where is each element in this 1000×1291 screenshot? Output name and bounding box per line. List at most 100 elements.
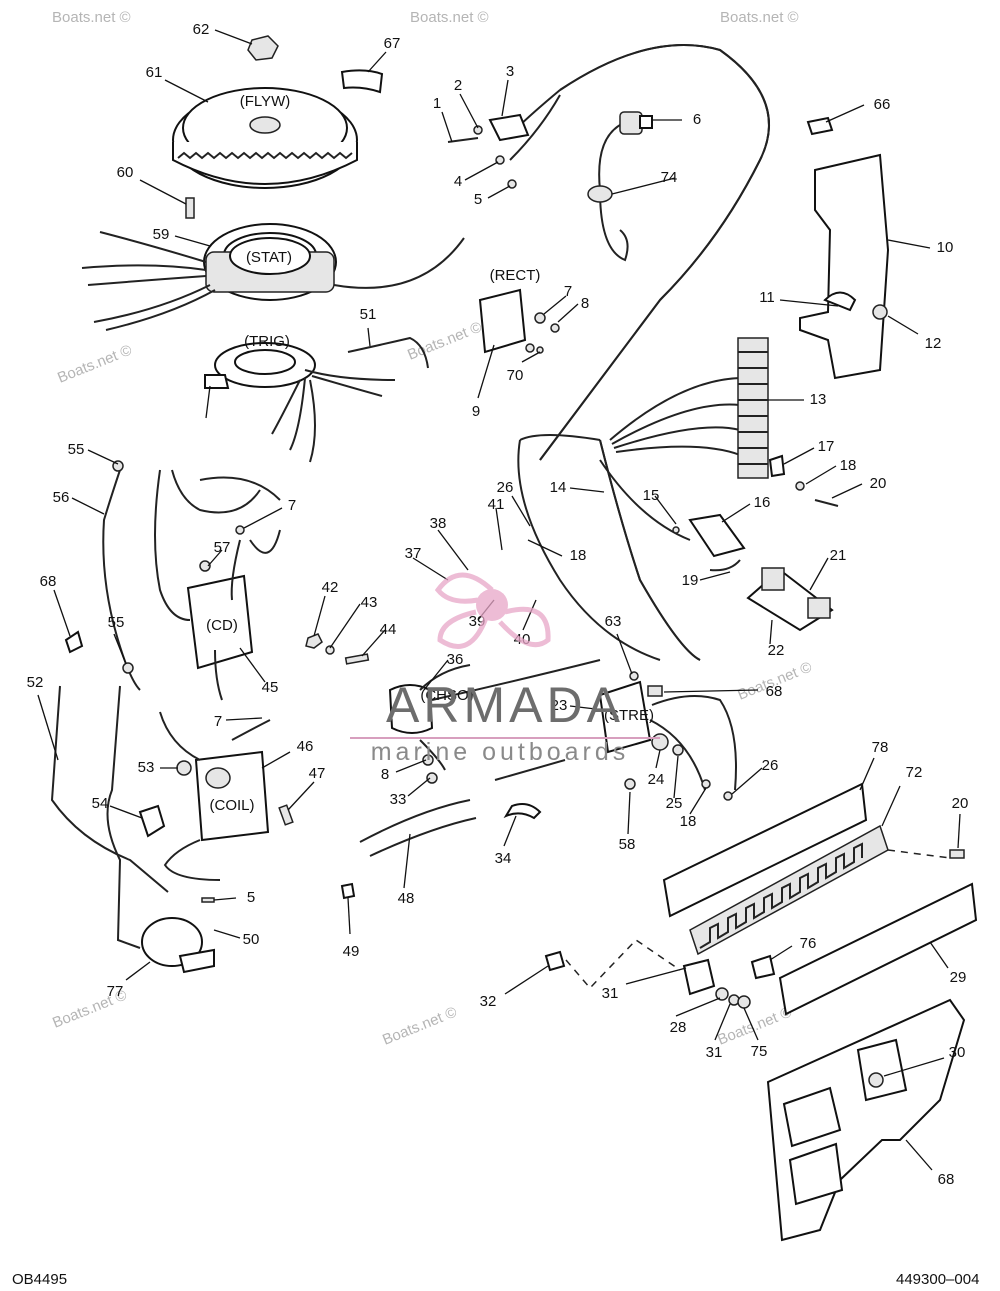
callout-number: 76 [800, 935, 817, 952]
parts-drawing [50, 35, 978, 1242]
callout-number: 78 [872, 739, 889, 756]
callout-number: 55 [68, 441, 85, 458]
callout-labels: 62 67 61 1 2 3 6 66 60 74 4 5 10 59 11 1… [27, 21, 969, 1188]
callout-number: 18 [840, 457, 857, 474]
callout-number: 55 [108, 614, 125, 631]
callout-number: 18 [570, 547, 587, 564]
watermark-text: Boats.net © [55, 341, 134, 386]
callout-number: 56 [53, 489, 70, 506]
fuse-holder [682, 958, 751, 1009]
lead-wire [347, 336, 429, 369]
callout-number: 5 [247, 889, 255, 906]
callout-number: 45 [262, 679, 279, 696]
callout-number: 7 [288, 497, 296, 514]
callout-number: 8 [581, 295, 589, 312]
callout-number: 60 [117, 164, 134, 181]
callout-number: 68 [766, 683, 783, 700]
component-tag-choke: (CHSO) [420, 687, 473, 704]
watermark-text: Boats.net © [52, 9, 131, 26]
callout-number: 68 [938, 1171, 955, 1188]
callout-number: 51 [360, 306, 377, 323]
callout-number: 29 [950, 969, 967, 986]
callout-number: 21 [830, 547, 847, 564]
callout-number: 32 [480, 993, 497, 1010]
terminal-block [488, 113, 530, 142]
brand-logo: ARMADA marine outboards [350, 572, 660, 766]
main-harness-core [539, 44, 770, 461]
leader-lines [37, 29, 961, 1171]
component-tag-stator: (STAT) [246, 249, 292, 266]
callout-number: 38 [430, 515, 447, 532]
callout-number: 48 [398, 890, 415, 907]
callout-number: 66 [874, 96, 891, 113]
callout-number: 68 [40, 573, 57, 590]
callout-number: 44 [380, 621, 397, 638]
rectifier [478, 288, 560, 354]
callout-number: 52 [27, 674, 44, 691]
callout-number: 8 [381, 766, 389, 783]
flywheel [172, 87, 358, 189]
callout-number: 59 [153, 226, 170, 243]
watermark-text: Boats.net © [405, 318, 484, 363]
callout-number: 50 [243, 931, 260, 948]
callout-number: 62 [193, 21, 210, 38]
document-code-left: OB4495 [12, 1271, 67, 1288]
stator [81, 223, 465, 331]
stator-screw [185, 197, 195, 219]
callout-number: 53 [138, 759, 155, 776]
callout-number: 70 [507, 367, 524, 384]
boot [138, 804, 166, 838]
callout-number: 16 [754, 494, 771, 511]
starter-relay [598, 680, 737, 791]
main-harness [539, 44, 770, 461]
callout-number: 26 [762, 757, 779, 774]
callout-number: 22 [768, 642, 785, 659]
propeller-icon [434, 572, 551, 649]
brand-name: ARMADA [386, 677, 624, 733]
callout-number: 57 [214, 539, 231, 556]
callout-number: 25 [666, 795, 683, 812]
callout-number: 10 [937, 239, 954, 256]
callout-number: 26 [497, 479, 514, 496]
callout-number: 11 [759, 289, 775, 306]
callout-number: 37 [405, 545, 422, 562]
watermark-text: Boats.net © [410, 9, 489, 26]
callout-number: 13 [810, 391, 827, 408]
callout-number: 17 [818, 438, 835, 455]
component-tag-cd: (CD) [206, 617, 238, 634]
callout-number: 75 [751, 1043, 768, 1060]
jumper-lead [494, 759, 566, 781]
watermark-text: Boats.net © [380, 1003, 459, 1048]
callout-number: 23 [551, 697, 568, 714]
callout-number: 1 [433, 95, 441, 112]
callout-number: 43 [361, 594, 378, 611]
callout-number: 15 [643, 487, 660, 504]
watermark-text: Boats.net © [720, 9, 799, 26]
callout-number: 42 [322, 579, 339, 596]
callout-number: 58 [619, 836, 636, 853]
callout-number: 7 [564, 283, 572, 300]
flywheel-nut [247, 35, 279, 61]
callout-number: 61 [146, 64, 163, 81]
callout-number: 20 [870, 475, 887, 492]
callout-number: 67 [384, 35, 401, 52]
callout-number: 18 [680, 813, 697, 830]
callout-number: 28 [670, 1019, 687, 1036]
callout-number: 74 [661, 169, 678, 186]
cover-plate [778, 882, 978, 1016]
callout-number: 7 [214, 713, 222, 730]
callout-number: 20 [952, 795, 969, 812]
flywheel-key [340, 69, 384, 94]
callout-number: 12 [925, 335, 942, 352]
trigger [204, 342, 396, 463]
ground-cable [102, 469, 141, 691]
brand-tagline: marine outboards [371, 738, 630, 766]
callout-number: 2 [454, 77, 462, 94]
callout-number: 4 [454, 173, 462, 190]
callout-number: 9 [472, 403, 480, 420]
callout-number: 5 [474, 191, 482, 208]
ignition-coil [159, 711, 271, 881]
callout-number: 72 [906, 764, 923, 781]
callout-number: 36 [447, 651, 464, 668]
choke-solenoid [388, 659, 601, 771]
